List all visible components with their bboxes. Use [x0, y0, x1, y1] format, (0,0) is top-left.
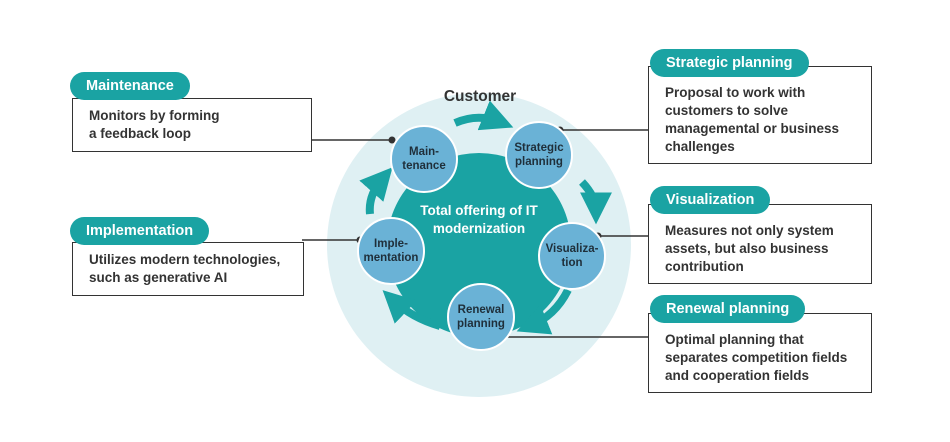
arrow-maintenance-to-strategic	[453, 100, 514, 131]
node-strategic-label: Strategic planning	[514, 142, 564, 168]
callout-text-renewal: Optimal planning that separates competit…	[665, 332, 848, 383]
node-strategic: Strategic planning	[505, 121, 573, 189]
arrow-renewal-to-implementation	[382, 290, 442, 330]
arrow-strategic-to-visualization	[579, 179, 612, 225]
node-renewal-label: Renewal planning	[457, 304, 505, 330]
callout-text-strategic: Proposal to work with customers to solve…	[665, 85, 840, 154]
callout-box-maintenance: Monitors by forming a feedback loop	[72, 98, 312, 152]
callout-box-strategic: Proposal to work with customers to solve…	[648, 66, 872, 164]
node-maintenance: Main- tenance	[390, 125, 458, 193]
callout-box-renewal: Optimal planning that separates competit…	[648, 313, 872, 393]
callout-text-implementation: Utilizes modern technologies, such as ge…	[89, 252, 281, 285]
callout-box-implementation: Utilizes modern technologies, such as ge…	[72, 242, 304, 296]
node-implementation: Imple- mentation	[357, 217, 425, 285]
arrow-visualization-to-renewal	[516, 288, 572, 335]
callout-title-maintenance: Maintenance	[70, 72, 190, 100]
node-visualization: Visualiza- tion	[538, 222, 606, 290]
callout-title-renewal: Renewal planning	[650, 295, 806, 323]
node-visualization-label: Visualiza- tion	[545, 243, 599, 269]
callout-title-visualization: Visualization	[650, 186, 771, 214]
node-maintenance-label: Main- tenance	[402, 146, 446, 172]
callout-text-maintenance: Monitors by forming a feedback loop	[89, 108, 220, 141]
center-label: Total offering of IT modernization	[420, 203, 538, 236]
callout-title-strategic: Strategic planning	[650, 49, 809, 77]
callout-title-implementation: Implementation	[70, 217, 210, 245]
node-renewal: Renewal planning	[447, 283, 515, 351]
callout-box-visualization: Measures not only system assets, but als…	[648, 204, 872, 284]
node-implementation-label: Imple- mentation	[363, 238, 419, 264]
customer-label: Customer	[443, 88, 517, 105]
arrow-implementation-to-maintenance	[359, 167, 393, 215]
callout-text-visualization: Measures not only system assets, but als…	[665, 223, 834, 274]
center-disc	[387, 153, 571, 337]
